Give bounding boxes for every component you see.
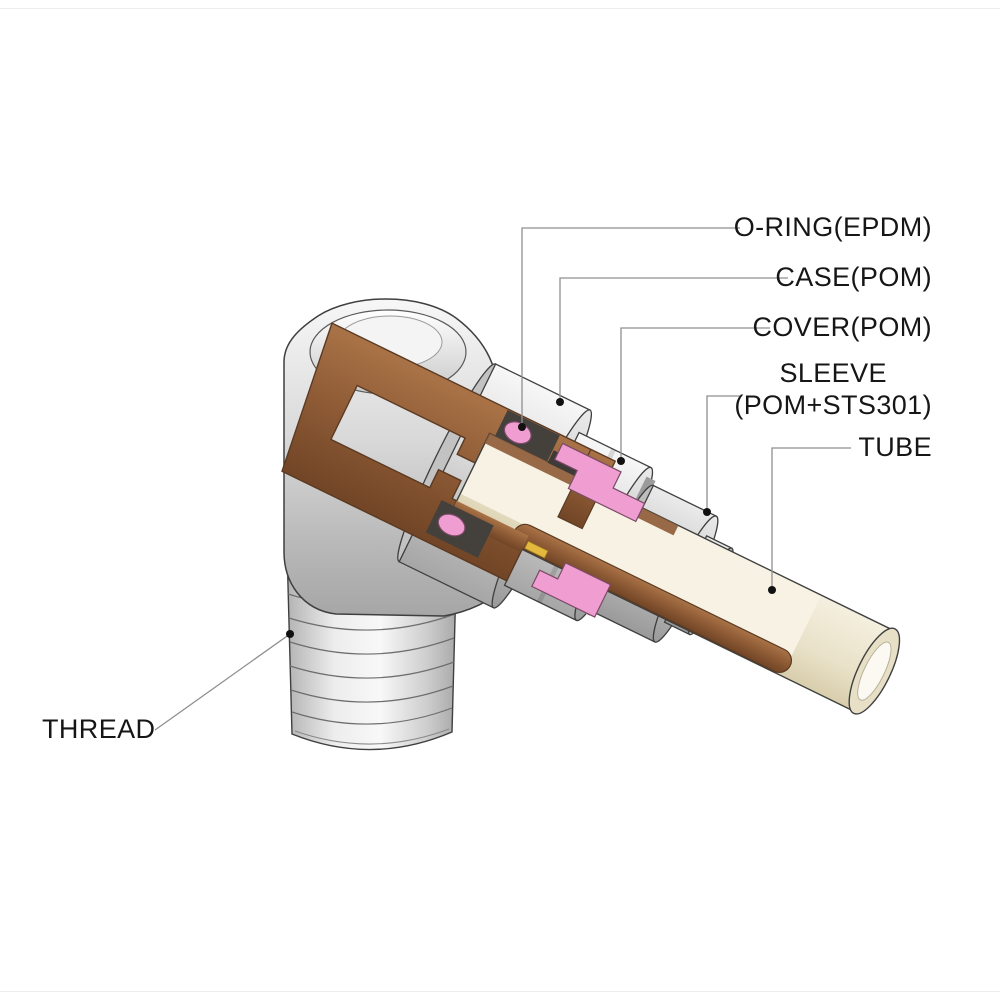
label-cover: COVER(POM) [752,312,932,342]
dot-thread [286,630,294,638]
leader-dots [286,398,776,638]
label-sleeve: SLEEVE (POM+STS301) [734,358,932,422]
dot-case [556,398,564,406]
frame-line-bottom [0,991,1000,992]
label-case: CASE(POM) [775,262,932,292]
label-tube: TUBE [858,432,932,462]
label-sleeve-line2: (POM+STS301) [734,389,932,420]
label-oring: O-RING(EPDM) [733,212,932,242]
o-ring-lower [437,513,466,537]
collet-claw-upper [553,442,646,523]
label-thread: THREAD [42,714,156,744]
leader-sleeve [706,395,740,512]
leader-case [559,277,788,402]
dot-tube [768,586,776,594]
leader-lines [154,227,851,731]
collet-claw-lower [531,561,612,618]
frame-line-top [0,8,1000,9]
leader-tube [771,447,851,590]
dot-sleeve [703,508,711,516]
leader-oring [521,227,740,427]
tube-end-bore [857,641,892,701]
label-sleeve-line1: SLEEVE [779,358,887,388]
spring-sliver [524,540,549,559]
leader-thread [154,633,291,731]
dot-oring [518,423,526,431]
dot-cover [617,457,625,465]
coaxial-assembly [281,322,901,715]
leader-cover [620,327,770,461]
